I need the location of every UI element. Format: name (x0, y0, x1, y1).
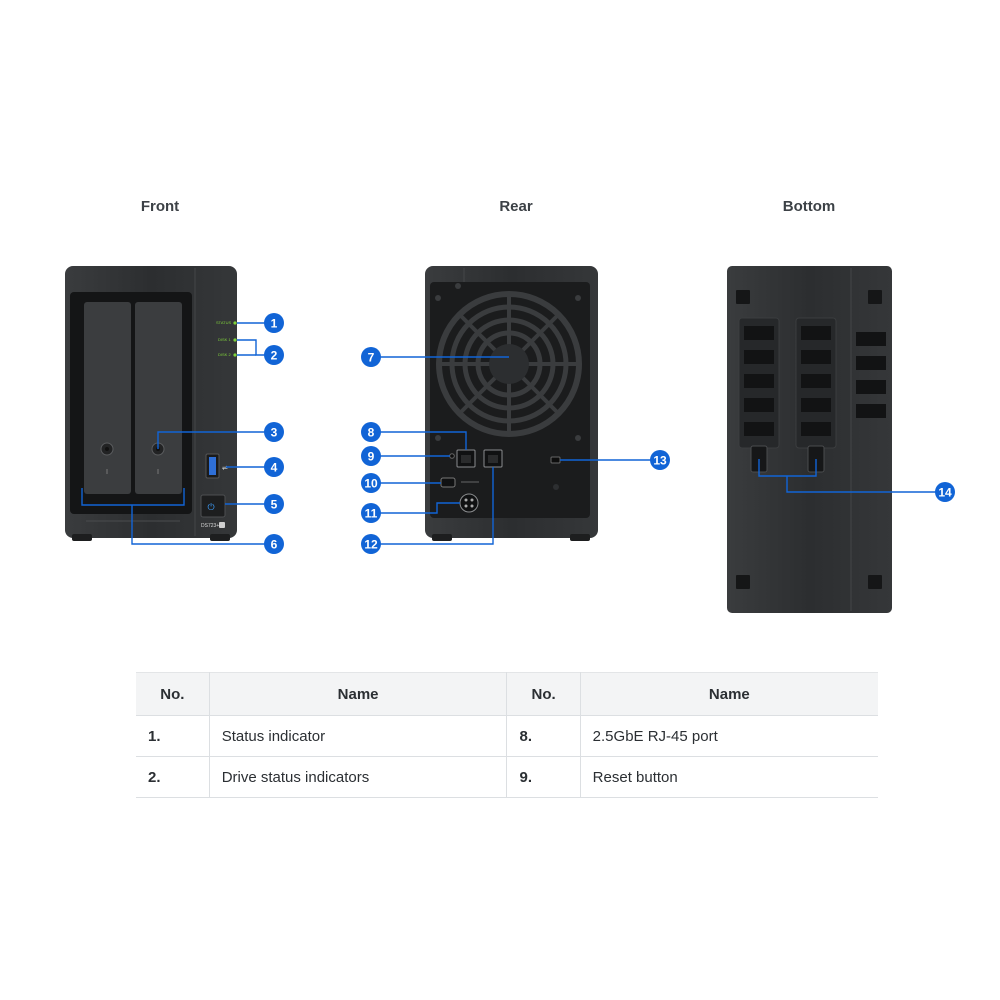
callout-2: 2 (264, 345, 284, 365)
front-view-title: Front (140, 198, 180, 215)
callout-4: 4 (264, 457, 284, 477)
kensington-slot[interactable] (550, 456, 561, 464)
bottom-view-title: Bottom (782, 198, 836, 215)
disk1-led-icon (233, 338, 237, 342)
front-view: STATUS DISK 1 DISK 2 ⇌ ⏻ DS723+ (65, 266, 237, 541)
callout-8: 8 (361, 422, 381, 442)
spec-table: No. Name No. Name 1. Status indicator 8.… (136, 672, 878, 798)
usb-icon: ⇌ (222, 464, 228, 472)
table-cell: 2.5GbE RJ-45 port (580, 715, 878, 757)
callout-14: 14 (935, 482, 955, 502)
table-cell: Drive status indicators (209, 756, 508, 798)
disk2-led-label: DISK 2 (218, 352, 231, 357)
svg-text:12: 12 (364, 538, 378, 552)
svg-text:8: 8 (368, 426, 375, 440)
table-cell: 2. (136, 756, 210, 798)
table-cell: 9. (506, 756, 581, 798)
fan-grille (436, 291, 582, 437)
expansion-port[interactable] (440, 477, 456, 488)
svg-text:6: 6 (271, 538, 278, 552)
power-icon: ⏻ (208, 502, 215, 513)
callout-10: 10 (361, 473, 381, 493)
bottom-view (727, 266, 892, 613)
header-no-right: No. (506, 672, 581, 716)
svg-text:9: 9 (368, 450, 375, 464)
svg-text:14: 14 (938, 486, 952, 500)
header-no-left: No. (136, 672, 210, 716)
disk1-led-label: DISK 1 (218, 337, 231, 342)
table-cell: 1. (136, 715, 210, 757)
front-callout-lines (81, 322, 267, 545)
svg-text:2: 2 (271, 349, 278, 363)
svg-text:13: 13 (653, 454, 667, 468)
disk2-led-icon (233, 353, 237, 357)
callout-12: 12 (361, 534, 381, 554)
vent-slots (744, 326, 886, 436)
fan-hub (489, 344, 529, 384)
bottom-callout-lines (758, 459, 937, 493)
model-label: DS723+ (201, 523, 219, 529)
callout-11: 11 (361, 503, 381, 523)
hardware-illustration: STATUS DISK 1 DISK 2 ⇌ ⏻ DS723+ (65, 266, 955, 613)
status-led-icon (233, 321, 237, 325)
svg-text:1: 1 (271, 317, 278, 331)
rear-view (425, 266, 598, 541)
power-button[interactable] (200, 494, 226, 518)
table-row: 1. Status indicator 8. 2.5GbE RJ-45 port (136, 715, 878, 757)
callout-7: 7 (361, 347, 381, 367)
svg-text:11: 11 (365, 507, 378, 521)
status-led-label: STATUS (216, 320, 232, 325)
table-cell: Reset button (580, 756, 878, 798)
svg-text:3: 3 (271, 426, 278, 440)
rear-callout-lines (380, 356, 652, 545)
front-feet (72, 534, 92, 541)
table-cell: 8. (506, 715, 581, 757)
header-name-left: Name (209, 672, 508, 716)
dc-power-port[interactable] (459, 493, 479, 513)
svg-text:5: 5 (271, 498, 278, 512)
callout-5: 5 (264, 494, 284, 514)
drive-tray-2[interactable] (135, 302, 182, 494)
table-header-row: No. Name No. Name (136, 672, 878, 716)
svg-text:10: 10 (364, 477, 378, 491)
callout-3: 3 (264, 422, 284, 442)
header-name-right: Name (580, 672, 878, 716)
svg-text:7: 7 (368, 351, 375, 365)
table-cell: Status indicator (209, 715, 508, 757)
callout-13: 13 (650, 450, 670, 470)
callout-badges: 1 2 3 4 5 6 7 8 9 10 11 12 13 14 (264, 313, 955, 554)
bottom-foot-icon (736, 290, 750, 304)
reset-button[interactable] (449, 453, 455, 459)
drive-tray-1[interactable] (84, 302, 131, 494)
svg-text:4: 4 (271, 461, 278, 475)
callout-9: 9 (361, 446, 381, 466)
table-row: 2. Drive status indicators 9. Reset butt… (136, 756, 878, 798)
callout-6: 6 (264, 534, 284, 554)
rear-view-title: Rear (499, 198, 533, 215)
callout-1: 1 (264, 313, 284, 333)
